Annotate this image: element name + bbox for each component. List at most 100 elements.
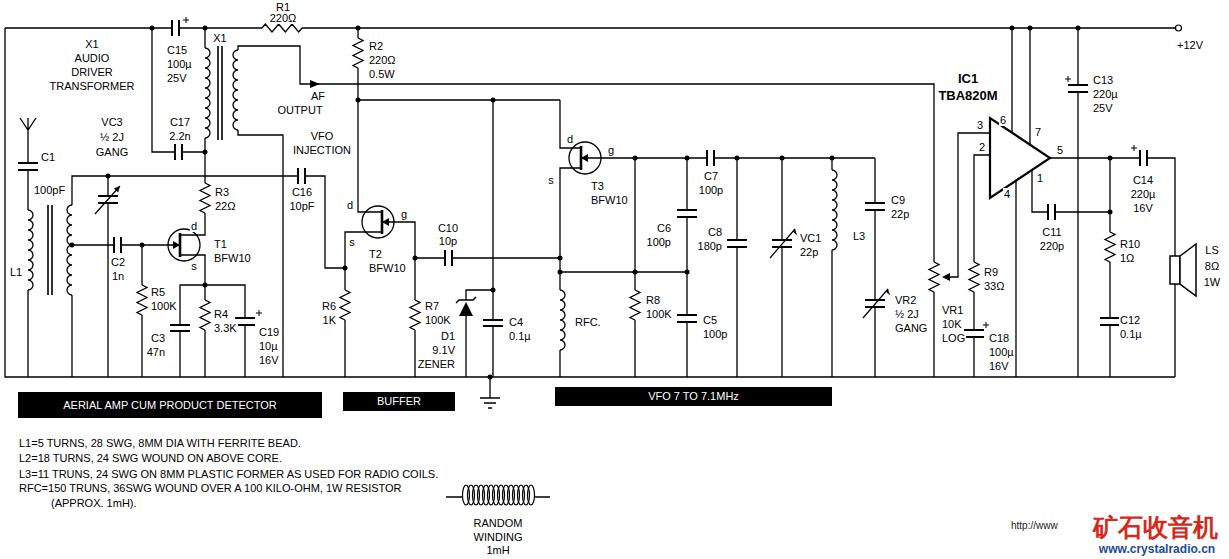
component-label: VFO <box>310 130 335 142</box>
resistor-symbol <box>630 290 640 320</box>
component-label: LOG <box>941 332 966 344</box>
speaker-symbol <box>1170 244 1196 296</box>
component-label: LS <box>1204 244 1219 256</box>
component-label: 10pF <box>288 200 315 212</box>
resistor-symbol <box>200 183 210 213</box>
junction-dot <box>685 270 690 275</box>
junction-dot <box>1010 26 1015 31</box>
component-label: 100pF <box>33 184 66 196</box>
component-label: RANDOM <box>473 517 524 529</box>
transistor-symbol <box>180 146 581 257</box>
note-text: (APPROX. 1mH). <box>50 497 138 509</box>
coil-symbol <box>28 210 33 290</box>
wire <box>5 28 1175 377</box>
component-label: 1n <box>111 270 125 282</box>
component-label: 2.2n <box>168 130 191 142</box>
component-label: R1 <box>275 1 291 13</box>
junction-dot <box>488 375 493 380</box>
component-label: R9 <box>983 266 999 278</box>
component-label: 3.3K <box>213 322 238 334</box>
amplifier-symbol <box>990 118 1050 198</box>
speaker-symbol <box>1170 256 1180 284</box>
component-label: 22p <box>890 208 910 220</box>
capacitor-symbol <box>18 85 1120 337</box>
component-label: GANG <box>95 146 129 158</box>
component-label: VC1 <box>799 232 822 244</box>
component-label: VC3 <box>100 116 123 128</box>
component-label: D1 <box>440 330 456 342</box>
pin-number: 1 <box>1036 172 1044 184</box>
component-label: RFC. <box>574 316 602 328</box>
terminal-letter: s <box>348 236 356 248</box>
component-label: GANG <box>894 322 928 334</box>
component-label: C19 <box>258 326 280 338</box>
coil-symbol <box>832 170 837 250</box>
terminal-letter: d <box>566 133 574 145</box>
section-title: AERIAL AMP CUM PRODUCT DETECTOR <box>63 399 277 412</box>
junction-dot <box>70 26 1113 380</box>
pin-number: 6 <box>999 114 1007 126</box>
junction-dot <box>1028 26 1033 31</box>
component-label: C17 <box>169 116 191 128</box>
component-label: 220Ω <box>269 12 298 24</box>
component-label: 100K <box>645 308 673 320</box>
transistor-symbol <box>569 142 601 174</box>
component-label: C5 <box>702 314 718 326</box>
component-label: ½ 2J <box>99 131 125 143</box>
component-label: 25V <box>1092 102 1114 114</box>
ground-symbol <box>480 377 500 408</box>
junction-dot <box>685 156 690 161</box>
random-winding-picture <box>528 485 535 505</box>
component-label: 220µ <box>1092 88 1119 100</box>
component-label: 22p <box>799 246 819 258</box>
component-label: OUTPUT <box>276 104 323 116</box>
junction-dot <box>633 270 638 275</box>
component-label: 220µ <box>1130 188 1157 200</box>
component-label: 100p <box>702 328 728 340</box>
pin-number: 5 <box>1056 144 1064 156</box>
component-label: 10K <box>941 318 963 330</box>
junction-dot <box>203 26 208 31</box>
pin-number: 2 <box>978 141 986 153</box>
arrow-head <box>310 80 320 88</box>
junction-dot <box>140 243 145 248</box>
component-label: 100K <box>424 314 452 326</box>
component-label: BFW10 <box>368 262 407 274</box>
variable-arrow <box>95 186 888 318</box>
component-label: C1 <box>40 151 56 163</box>
zener-symbol <box>456 297 476 316</box>
wire <box>141 245 142 377</box>
component-label: C7 <box>703 170 719 182</box>
component-label: VR1 <box>941 304 964 316</box>
junction-dot <box>1108 156 1113 161</box>
component-label: 47n <box>146 346 166 358</box>
component-label: C4 <box>508 316 524 328</box>
component-label: X1 <box>212 32 227 44</box>
terminal-letter: s <box>547 174 555 186</box>
ic-label: IC1 <box>957 71 979 86</box>
component-label: R2 <box>368 40 384 52</box>
wire <box>466 100 493 377</box>
wire <box>635 158 875 377</box>
component-label: C6 <box>656 222 672 234</box>
component-label: 1W <box>1203 276 1222 288</box>
wire <box>946 28 1175 377</box>
wire <box>345 28 560 377</box>
ground-symbol <box>480 377 500 408</box>
pin-number: 3 <box>976 119 984 131</box>
component-label: 25V <box>166 72 188 84</box>
resistor-symbol <box>353 38 363 68</box>
component-label: R4 <box>213 308 229 320</box>
component-label: R7 <box>424 300 440 312</box>
component-label: 1mH <box>485 544 510 556</box>
note-text: RFC=150 TRUNS, 36SWG WOUND OVER A 100 KI… <box>18 482 403 494</box>
component-label: 100K <box>150 300 178 312</box>
pin-number: 7 <box>1034 126 1042 138</box>
component-label: 1Ω <box>1119 252 1135 264</box>
capacitor-symbol <box>114 20 1147 266</box>
speaker-symbol <box>1180 244 1196 296</box>
component-label: T3 <box>590 180 605 192</box>
section-title: VFO 7 TO 7.1MHz <box>648 390 739 403</box>
coil-symbol <box>233 50 238 130</box>
component-label: AUDIO <box>74 52 111 64</box>
